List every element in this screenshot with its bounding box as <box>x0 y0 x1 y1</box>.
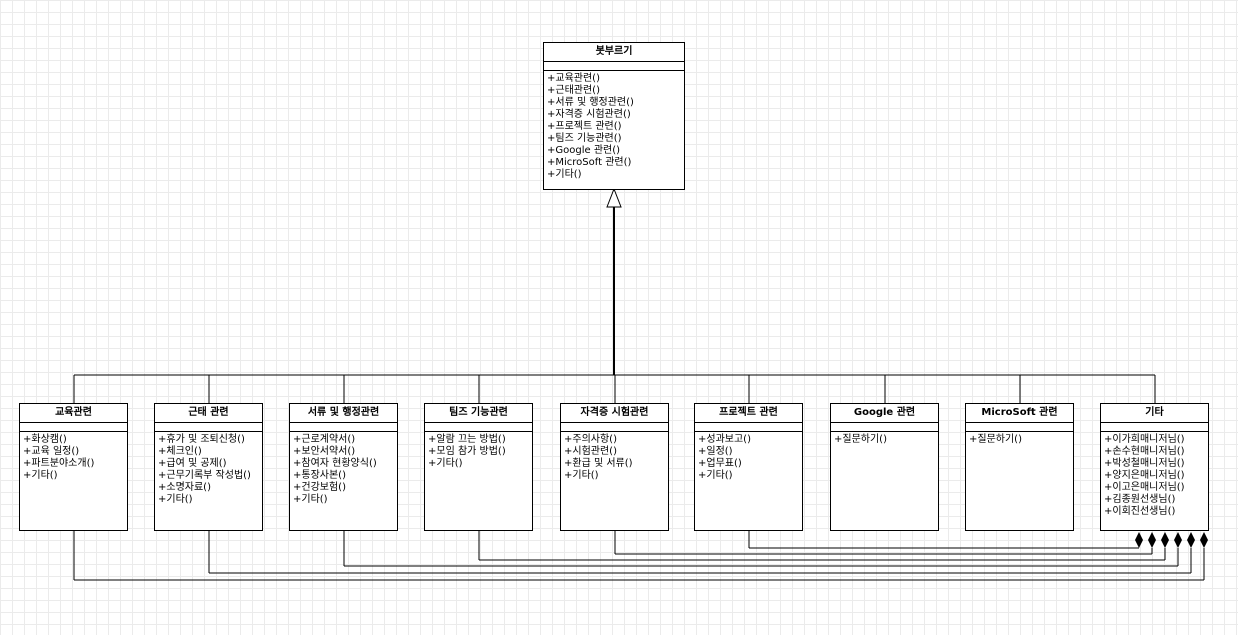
operations-compartment: +교육관련() +근태관련() +서류 및 행정관련() +자격증 시험관련()… <box>544 71 684 181</box>
class-botburugi[interactable]: 봇부르기 +교육관련() +근태관련() +서류 및 행정관련() +자격증 시… <box>543 42 685 190</box>
operation: +교육관련() <box>547 73 600 84</box>
class-title: Google 관련 <box>831 404 938 423</box>
operation: +보안서약서() <box>293 446 356 457</box>
class-box[interactable]: 자격증 시험관련 +주의사항()+시험관련()+환급 및 서류()+기타() <box>560 403 669 531</box>
composition-diamond <box>1187 532 1195 548</box>
operation: +서류 및 행정관련() <box>547 97 634 108</box>
operations-compartment: +성과보고()+일정()+업무표()+기타() <box>695 432 802 482</box>
operation: +이가희매니저님() <box>1104 434 1185 445</box>
class-box[interactable]: 기타 +이가희매니저님()+손수현매니저님()+박성철매니저님()+양지은매니저님… <box>1100 403 1209 531</box>
operation: +양지은매니저님() <box>1104 470 1185 481</box>
attributes-compartment <box>155 423 262 432</box>
class-title: 교육관련 <box>20 404 127 423</box>
operation: +기타() <box>158 494 193 505</box>
operations-compartment: +알람 끄는 방법()+모임 참가 방법()+기타() <box>425 432 532 470</box>
operation: +프로젝트 관련() <box>547 121 622 132</box>
class-title: 서류 및 행정관련 <box>290 404 397 423</box>
operation: +기타() <box>293 494 328 505</box>
operation: +MicroSoft 관련() <box>547 157 632 168</box>
operations-compartment: +근로계약서()+보안서약서()+참여자 현황양식()+통장사본()+건강보험(… <box>290 432 397 506</box>
class-title: MicroSoft 관련 <box>966 404 1073 423</box>
operation: +김종원선생님() <box>1104 494 1176 505</box>
class-box[interactable]: 팀즈 기능관련 +알람 끄는 방법()+모임 참가 방법()+기타() <box>424 403 533 531</box>
operation: +휴가 및 조퇴신청() <box>158 434 245 445</box>
operations-compartment: +휴가 및 조퇴신청()+체크인()+급여 및 공제()+근무기록부 작성법()… <box>155 432 262 506</box>
operation: +모임 참가 방법() <box>428 446 506 457</box>
attributes-compartment <box>20 423 127 432</box>
operation: +환급 및 서류() <box>564 458 633 469</box>
operations-compartment: +화상캠()+교육 일정()+파트분야소개()+기타() <box>20 432 127 482</box>
operation: +박성철매니저님() <box>1104 458 1185 469</box>
operation: +팀즈 기능관련() <box>547 133 622 144</box>
operation: +근무기록부 작성법() <box>158 470 251 481</box>
operation: +질문하기() <box>834 434 887 445</box>
operation: +기타() <box>698 470 733 481</box>
attributes-compartment <box>561 423 668 432</box>
operation: +파트분야소개() <box>23 458 95 469</box>
composition-diamond <box>1135 532 1143 548</box>
class-title: 프로젝트 관련 <box>695 404 802 423</box>
generalization-arrowhead <box>606 187 622 208</box>
composition-diamond <box>1174 532 1182 548</box>
operation: +Google 관련() <box>547 145 621 156</box>
operation: +시험관련() <box>564 446 617 457</box>
class-title: 근태 관련 <box>155 404 262 423</box>
operation: +성과보고() <box>698 434 751 445</box>
operation: +손수현매니저님() <box>1104 446 1185 457</box>
class-title: 기타 <box>1101 404 1208 423</box>
operation: +건강보험() <box>293 482 346 493</box>
attributes-compartment <box>695 423 802 432</box>
operation: +근태관련() <box>547 85 600 96</box>
class-title: 팀즈 기능관련 <box>425 404 532 423</box>
attributes-compartment <box>290 423 397 432</box>
composition-diamond <box>1148 532 1156 548</box>
operation: +업무표() <box>698 458 742 469</box>
operation: +교육 일정() <box>23 446 80 457</box>
attributes-compartment <box>1101 423 1208 432</box>
operation: +급여 및 공제() <box>158 458 227 469</box>
operation: +화상캠() <box>23 434 67 445</box>
operation: +기타() <box>23 470 58 481</box>
class-title: 봇부르기 <box>544 43 684 62</box>
operation: +주의사항() <box>564 434 617 445</box>
class-title: 자격증 시험관련 <box>561 404 668 423</box>
operations-compartment: +주의사항()+시험관련()+환급 및 서류()+기타() <box>561 432 668 482</box>
operation: +통장사본() <box>293 470 346 481</box>
operation: +기타() <box>428 458 463 469</box>
operation: +이회진선생님() <box>1104 506 1176 517</box>
operations-compartment: +이가희매니저님()+손수현매니저님()+박성철매니저님()+양지은매니저님()… <box>1101 432 1208 518</box>
attributes-compartment <box>966 423 1073 432</box>
class-box[interactable]: 프로젝트 관련 +성과보고()+일정()+업무표()+기타() <box>694 403 803 531</box>
operation: +자격증 시험관련() <box>547 109 631 120</box>
operation: +근로계약서() <box>293 434 356 445</box>
operation: +일정() <box>698 446 733 457</box>
class-box[interactable]: MicroSoft 관련 +질문하기() <box>965 403 1074 531</box>
class-box[interactable]: 교육관련 +화상캠()+교육 일정()+파트분야소개()+기타() <box>19 403 128 531</box>
attributes-compartment <box>425 423 532 432</box>
operation: +체크인() <box>158 446 202 457</box>
attributes-compartment <box>544 62 684 71</box>
operations-compartment: +질문하기() <box>966 432 1073 446</box>
class-box[interactable]: 근태 관련 +휴가 및 조퇴신청()+체크인()+급여 및 공제()+근무기록부 … <box>154 403 263 531</box>
operation: +알람 끄는 방법() <box>428 434 506 445</box>
class-box[interactable]: Google 관련 +질문하기() <box>830 403 939 531</box>
composition-diamond <box>1161 532 1169 548</box>
operation: +질문하기() <box>969 434 1022 445</box>
operation: +참여자 현황양식() <box>293 458 377 469</box>
composition-diamond <box>1200 532 1208 548</box>
operation: +기타() <box>564 470 599 481</box>
operation: +이고은매니저님() <box>1104 482 1185 493</box>
operation: +소명자료() <box>158 482 211 493</box>
operations-compartment: +질문하기() <box>831 432 938 446</box>
class-box[interactable]: 서류 및 행정관련 +근로계약서()+보안서약서()+참여자 현황양식()+통장사… <box>289 403 398 531</box>
attributes-compartment <box>831 423 938 432</box>
operation: +기타() <box>547 169 582 180</box>
